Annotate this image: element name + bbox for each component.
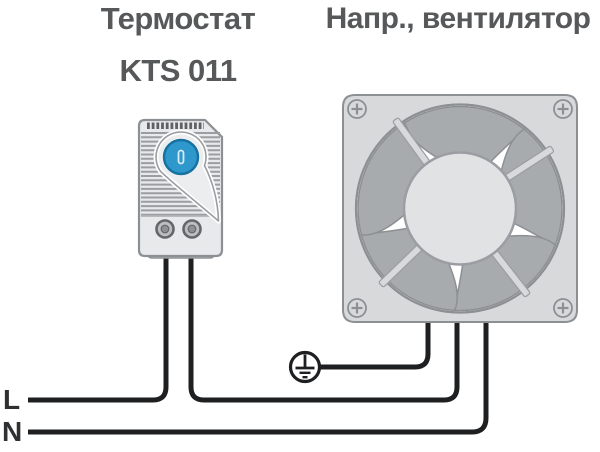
wire-earth	[320, 320, 431, 370]
thermostat-dial	[162, 138, 200, 176]
fan-hub	[402, 151, 518, 266]
fan-device	[340, 94, 578, 328]
phillips-screw-icon	[347, 298, 367, 318]
fan-ring	[354, 103, 566, 314]
neutral-wire-label: N	[2, 416, 23, 447]
terminal-screw	[155, 219, 175, 239]
wire-live-in	[28, 252, 169, 403]
ground-icon	[288, 350, 322, 384]
thermostat-title: Термостат	[100, 1, 256, 36]
phillips-screw-icon	[553, 99, 573, 119]
dial-plate-outline	[155, 131, 220, 222]
thermostat-device	[137, 118, 224, 259]
fan-struts	[378, 117, 554, 298]
line-wire-label: L	[3, 384, 21, 415]
phillips-screw-icon	[553, 298, 573, 318]
thermostat-dial-slot	[177, 149, 185, 165]
wire-neutral	[28, 320, 489, 435]
wiring	[28, 252, 489, 435]
fan-label: Напр., вентилятор	[325, 2, 591, 35]
thermostat-terminal-panel	[141, 216, 220, 243]
wire-switched-live	[188, 252, 460, 403]
phillips-screw-icon	[347, 99, 367, 119]
thermostat-model: KTS 011	[119, 53, 237, 88]
terminal-screw	[182, 219, 202, 239]
